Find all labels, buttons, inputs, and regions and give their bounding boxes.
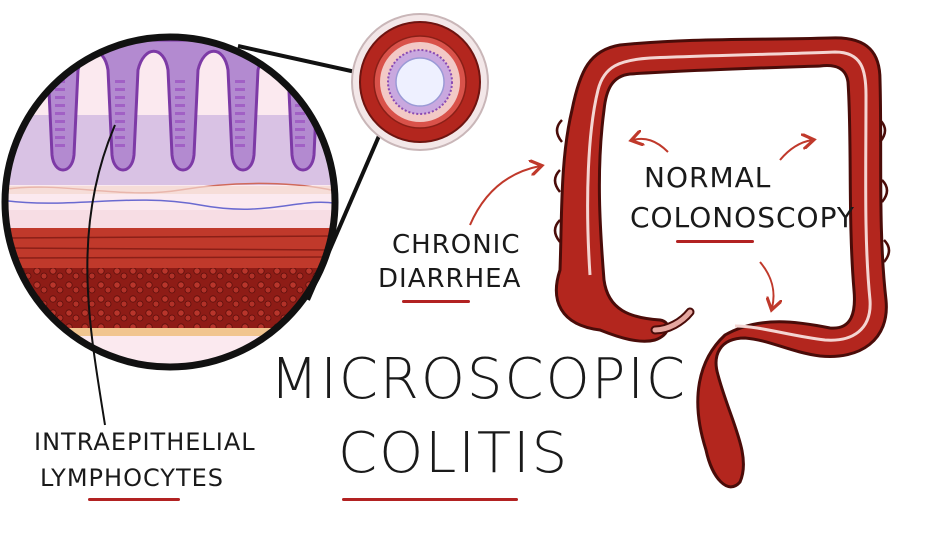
- colon-tube-cross-section-icon: [351, 13, 489, 151]
- crypt-layer: [5, 38, 335, 172]
- title-underline: [342, 498, 518, 501]
- arrow-colonoscopy-upright: [779, 140, 812, 161]
- lymphocyte-pointer-line: [86, 124, 116, 426]
- arrow-colonoscopy-down: [759, 261, 774, 308]
- lymphocytes-label-line1: INTRAEPITHELIAL: [34, 428, 256, 456]
- lymphocytes-underline: [88, 498, 180, 501]
- lymphocytes-label-line2: LYMPHOCYTES: [40, 464, 225, 492]
- page-title-line2: COLITIS: [338, 421, 570, 486]
- colonoscopy-underline: [676, 240, 754, 243]
- colonoscopy-label-line2: COLONOSCOPY: [630, 201, 855, 234]
- magnifier-ring: [1, 33, 339, 371]
- colon-inner-line: [586, 50, 872, 342]
- large-intestine-icon: [553, 36, 891, 489]
- diarrhea-label-line1: CHRONIC: [392, 230, 521, 260]
- diarrhea-label-line2: DIARRHEA: [378, 264, 522, 294]
- diarrhea-underline: [402, 300, 470, 303]
- page-title-line1: MICROSCOPIC: [270, 347, 688, 412]
- colon-body: [554, 36, 888, 489]
- arrow-colonoscopy-upleft: [633, 139, 669, 153]
- arrow-diarrhea-to-colon: [469, 166, 540, 226]
- colonoscopy-label-line1: NORMAL: [644, 161, 772, 194]
